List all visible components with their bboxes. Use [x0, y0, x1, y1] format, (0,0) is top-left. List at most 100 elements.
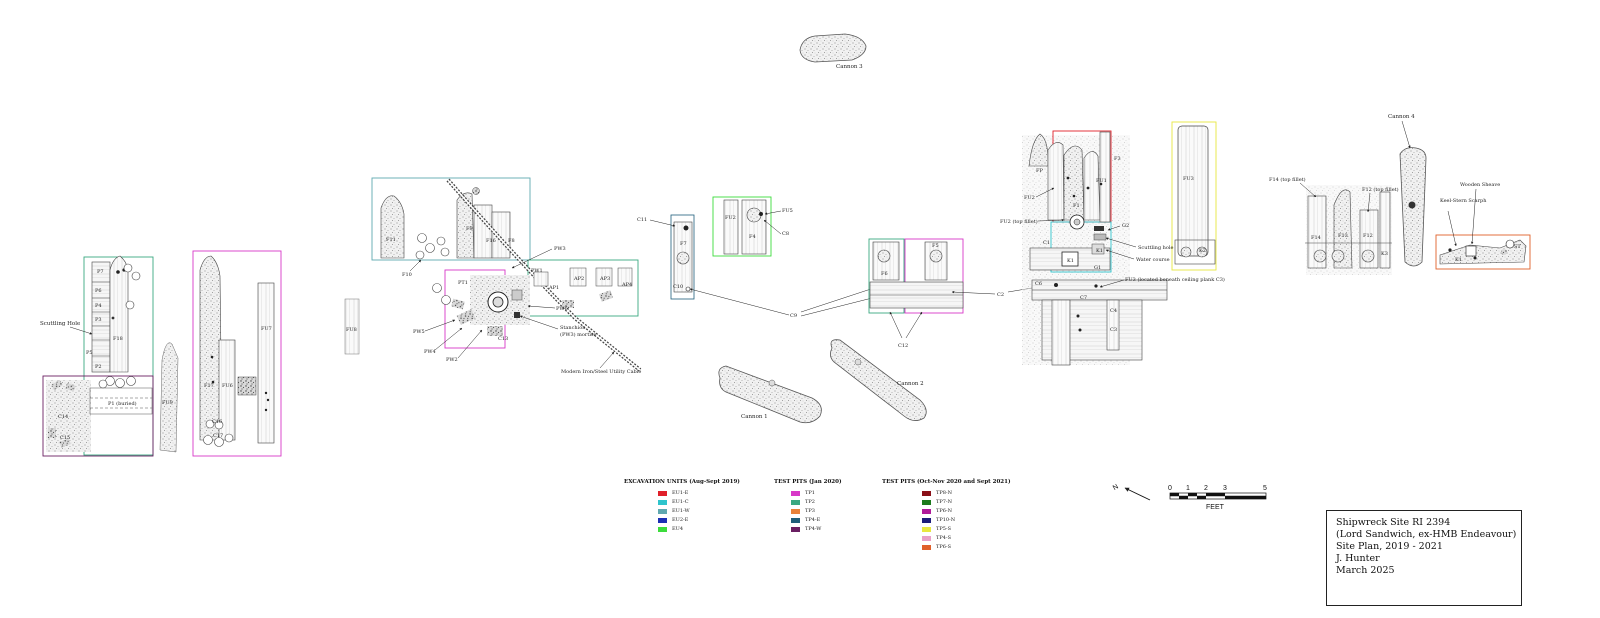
legend-item: TP5-S — [922, 526, 982, 535]
stern-right-group: F14 (top fillet) F12 (top fillet) F14 F1… — [1269, 114, 1531, 275]
label-c8: C8 — [782, 231, 789, 237]
legend-item-label: TP4-W — [805, 526, 822, 532]
legend-item-label: TP6-N — [936, 508, 952, 514]
legend-item: TP6-N — [922, 508, 982, 517]
label-f4: F4 — [749, 234, 756, 240]
label-f11: F11 — [386, 237, 396, 243]
label-f5: F5 — [932, 243, 939, 249]
legend-swatch — [791, 509, 800, 514]
legend-swatch — [791, 500, 800, 505]
unit-tp6s-outline — [1435, 234, 1531, 270]
label-p7: P7 — [97, 269, 104, 275]
title-line-author: J. Hunter — [1336, 553, 1380, 564]
legend-item-label: EU1-E — [672, 490, 689, 496]
unit-tp4w-outline — [42, 375, 154, 457]
scale-tick-2: 2 — [1204, 485, 1208, 492]
label-fu2-top-fillet: FU2 (top fillet) — [1000, 218, 1038, 225]
scale-tick-1: 1 — [1186, 485, 1190, 492]
label-f16: F16 — [486, 238, 496, 244]
scale-bar: 0 1 2 3 5 — [1168, 485, 1267, 500]
cannon-2-label: Cannon 2 — [897, 381, 924, 387]
label-c3: C3 — [1110, 327, 1117, 333]
legend-group-title-tp-2020-2021: TEST PITS (Oct-Nov 2020 and Sept 2021) — [882, 479, 1011, 485]
label-f14-top-fillet: F14 (top fillet) — [1269, 176, 1306, 183]
legend-group-tp2020-items: TP1 TP2 TP3 TP4-E TP4-W — [791, 490, 851, 535]
legend-item: EU1-E — [658, 490, 718, 499]
legend-swatch — [922, 491, 931, 496]
legend-item-label: EU1-W — [672, 508, 690, 514]
unit-tp4e-outline — [670, 214, 695, 300]
legend-swatch — [922, 536, 931, 541]
legend-item: TP4-W — [791, 526, 851, 535]
title-line-site: Shipwreck Site RI 2394 — [1336, 517, 1451, 528]
label-f17: F17 — [204, 383, 214, 389]
label-stanchion: Stanchion — [560, 325, 586, 331]
legend-item: TP2 — [791, 499, 851, 508]
label-c1: C1 — [1043, 240, 1050, 246]
label-ap1: AP1 — [548, 285, 559, 291]
legend-swatch — [658, 509, 667, 514]
scale-tick-5: 5 — [1263, 485, 1267, 492]
legend-item-label: TP7-N — [936, 499, 952, 505]
label-wooden-sheave: Wooden Sheave — [1460, 182, 1500, 188]
label-g2: G2 — [1122, 223, 1129, 229]
legend-swatch — [922, 545, 931, 550]
label-k1-small: K1 — [1096, 248, 1103, 254]
legend-item: TP6-S — [922, 544, 982, 553]
legend-group-title-excavation: EXCAVATION UNITS (Aug-Sept 2019) — [624, 479, 740, 485]
scale-tick-0: 0 — [1168, 485, 1172, 492]
label-f12-top-fillet: F12 (top fillet) — [1362, 186, 1399, 193]
label-c6: C6 — [1035, 281, 1042, 287]
legend-item-label: TP3 — [805, 508, 815, 514]
unit-tp1-group: F17 FU6 FU7 C16 C17 — [192, 250, 282, 457]
unit-tp2c-outline — [868, 238, 905, 314]
center-left-group: F11 F9 F16 F8 F10 PT1 PW1 PW3 PW5 PW4 PW… — [371, 177, 641, 375]
legend-swatch — [922, 527, 931, 532]
legend-group-tp2021-items: TP8-N TP7-N TP6-N TP10-N TP5-S TP4-S TP6… — [922, 490, 982, 553]
legend-swatch — [791, 518, 800, 523]
legend-item-label: TP4-S — [936, 535, 951, 541]
label-fu7: FU7 — [261, 326, 272, 332]
left-bow-group: Scuttling Hole P7 P6 P4 P3 P5 P2 F18 P1 … — [40, 255, 154, 457]
label-c4: C4 — [1110, 308, 1117, 314]
label-fu1: FU1 — [1096, 178, 1107, 184]
legend-swatch — [791, 527, 800, 532]
label-k1: K1 — [1067, 258, 1074, 264]
legend-item: TP3 — [791, 508, 851, 517]
label-st: ST — [1514, 244, 1521, 250]
label-p1-buried: P1 (buried) — [108, 400, 137, 407]
legend-item: TP1 — [791, 490, 851, 499]
label-pw6: PW6 — [556, 306, 568, 312]
label-fu6: FU6 — [222, 383, 233, 389]
legend-item-label: TP2 — [805, 499, 815, 505]
unit-tp5s-outline — [1171, 121, 1217, 271]
label-f18: F18 — [113, 336, 123, 342]
label-scuttling-hole-right: Scuttling hole — [1138, 245, 1174, 251]
label-utility-cable: Modern Iron/Steel Utility Cable — [561, 369, 641, 375]
label-p3: P3 — [95, 317, 102, 323]
label-fp: FP — [1036, 168, 1043, 174]
label-f7: F7 — [680, 241, 687, 247]
label-c14: C14 — [58, 414, 68, 420]
label-pt1: PT1 — [458, 280, 468, 286]
label-p2: P2 — [95, 364, 102, 370]
label-f9: F9 — [466, 226, 473, 232]
label-fu2-center: FU2 — [725, 215, 736, 221]
unit-eu1w-outline — [371, 177, 531, 261]
legend-swatch — [658, 491, 667, 496]
cannon-4-label: Cannon 4 — [1388, 114, 1415, 120]
label-fu2-right: FU2 — [1024, 195, 1035, 201]
title-line-vessel: (Lord Sandwich, ex-HMB Endeavour) — [1336, 529, 1517, 540]
legend-item: TP4-E — [791, 517, 851, 526]
frame-fu8: FU8 — [344, 298, 360, 355]
legend-item-label: TP10-N — [936, 517, 956, 523]
legend-item: TP8-N — [922, 490, 982, 499]
label-c15: C15 — [60, 435, 70, 441]
unit-tp1-outline — [192, 250, 282, 457]
title-line-date: March 2025 — [1336, 565, 1395, 576]
scale-tick-3: 3 — [1223, 485, 1227, 492]
legend-swatch — [658, 518, 667, 523]
label-f12: F12 — [1363, 233, 1373, 239]
label-fu3: FU3 — [1183, 176, 1194, 182]
